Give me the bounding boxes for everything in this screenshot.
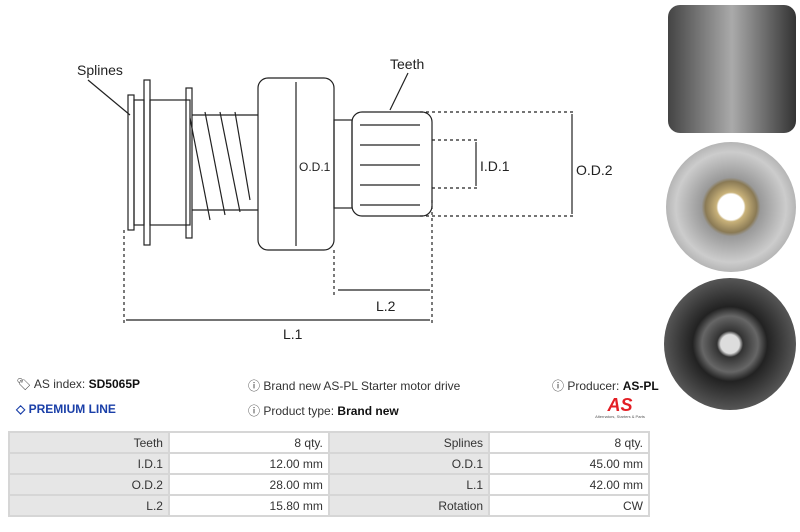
spec-value: 45.00 mm [488,452,650,475]
label-teeth: Teeth [390,56,425,72]
label-id1: I.D.1 [480,158,510,174]
as-index: 🏷 AS index: SD5065P [16,377,140,391]
spec-name: Teeth [8,431,170,454]
spec-name: Rotation [327,494,491,517]
label-od2: O.D.2 [576,162,613,178]
product-photo-back[interactable] [664,278,796,410]
producer: ⓘ Producer: AS-PL [552,379,659,393]
product-photo-side[interactable] [668,5,796,133]
spec-value: 15.80 mm [167,494,330,517]
spec-name: L.2 [8,494,170,517]
spec-name: I.D.1 [8,452,170,475]
diamond-icon: ◇ [16,402,26,416]
tag-icon: 🏷 [16,377,32,391]
label-splines: Splines [77,62,123,78]
label-od1: O.D.1 [299,160,331,174]
spec-name: Splines [327,431,491,454]
spec-value: 12.00 mm [167,452,330,475]
spec-value: 28.00 mm [167,473,330,496]
info-icon: ⓘ [248,404,261,418]
description: ⓘ Brand new AS-PL Starter motor drive [248,379,461,393]
info-icon: ⓘ [248,379,261,393]
label-l2: L.2 [376,298,396,314]
product-type: ⓘ Product type: Brand new [248,404,399,418]
spec-name: L.1 [327,473,491,496]
premium-line-badge: ◇ PREMIUM LINE [16,402,116,416]
spec-value: CW [488,494,650,517]
technical-drawing [87,72,575,325]
spec-name: O.D.1 [327,452,491,475]
label-l1: L.1 [283,326,303,342]
info-icon: ⓘ [552,379,565,393]
product-photo-front[interactable] [666,142,796,272]
spec-value: 42.00 mm [488,473,650,496]
spec-value: 8 qty. [488,431,650,454]
as-pl-logo: AS Alternators, Starters & Parts [595,395,645,419]
spec-value: 8 qty. [167,431,330,454]
spec-name: O.D.2 [8,473,170,496]
